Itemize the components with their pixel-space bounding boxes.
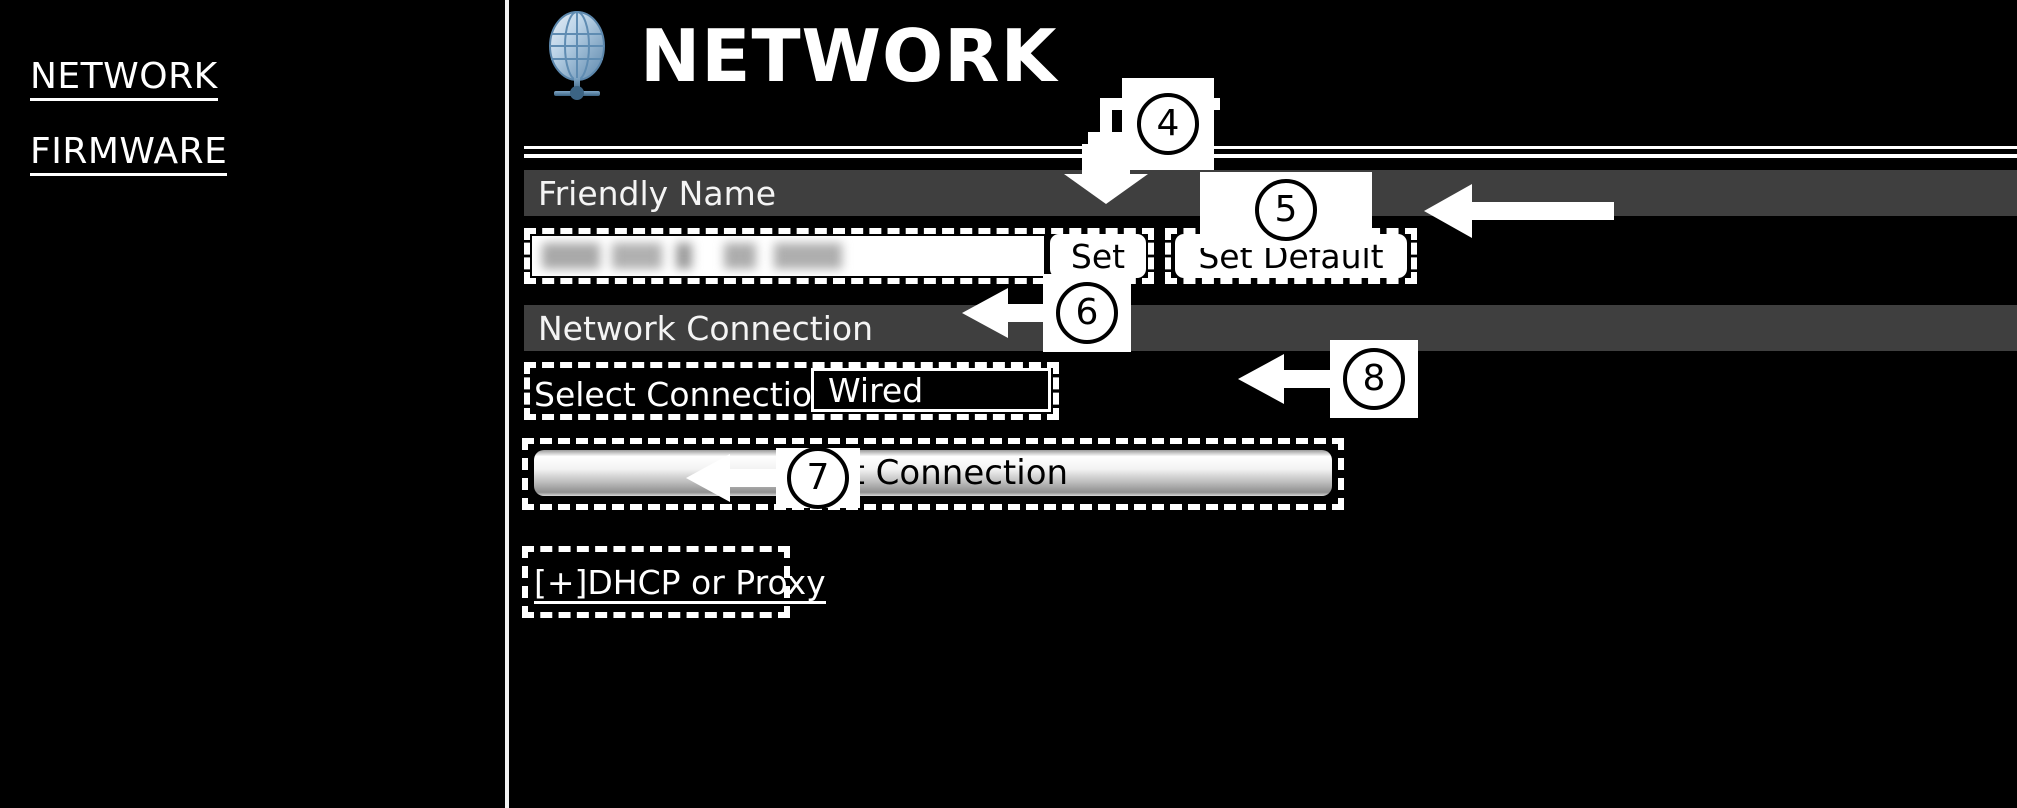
select-connection-label: Select Connection — [534, 375, 834, 414]
sidebar: NETWORK FIRMWARE — [0, 0, 508, 808]
test-connection-button[interactable]: Test Connection — [534, 450, 1332, 496]
globe-network-icon — [549, 11, 605, 100]
callout-6: 6 — [1043, 274, 1131, 352]
callout-8-arrow — [1238, 354, 1368, 404]
section-title-friendly-name: Friendly Name — [538, 173, 777, 213]
set-button[interactable]: Set — [1050, 234, 1146, 278]
friendly-name-redacted-value — [542, 243, 902, 269]
callout-8: 8 — [1330, 340, 1418, 418]
callout-5-number: 5 — [1255, 179, 1317, 241]
sidebar-divider — [505, 0, 509, 808]
callout-5-arrow — [1424, 184, 1614, 238]
select-connection-focus — [524, 362, 1059, 420]
callout-7-arrow — [686, 454, 796, 502]
dhcp-proxy-link[interactable]: [+]DHCP or Proxy — [534, 563, 826, 604]
callout-6-arrow — [962, 288, 1092, 338]
test-connection-focus — [522, 438, 1344, 510]
sidebar-nav: NETWORK FIRMWARE — [30, 58, 228, 208]
callout-8-number: 8 — [1343, 348, 1405, 410]
dhcp-proxy-focus — [522, 546, 790, 618]
callout-7: 7 — [776, 447, 860, 509]
page-title: NETWORK — [640, 14, 1058, 98]
connection-select[interactable]: Wired — [811, 368, 1051, 412]
section-header-network-connection: Network Connection — [524, 305, 2017, 351]
sidebar-item-firmware[interactable]: FIRMWARE — [30, 132, 228, 176]
callout-5: 5 — [1200, 172, 1372, 248]
friendly-name-input[interactable] — [532, 236, 1044, 276]
sidebar-item-network[interactable]: NETWORK — [30, 58, 218, 101]
section-title-network-connection: Network Connection — [538, 308, 873, 348]
callout-4-number: 4 — [1137, 93, 1199, 155]
callout-7-number: 7 — [787, 447, 849, 509]
callout-6-number: 6 — [1056, 282, 1118, 344]
header-rule — [524, 146, 2017, 158]
callout-4: 4 — [1122, 78, 1214, 170]
page-header: NETWORK — [540, 8, 1057, 104]
main-panel: NETWORK Friendly Name Set Set Default Ne… — [512, 0, 2017, 808]
friendly-name-input-focus — [524, 228, 1154, 284]
